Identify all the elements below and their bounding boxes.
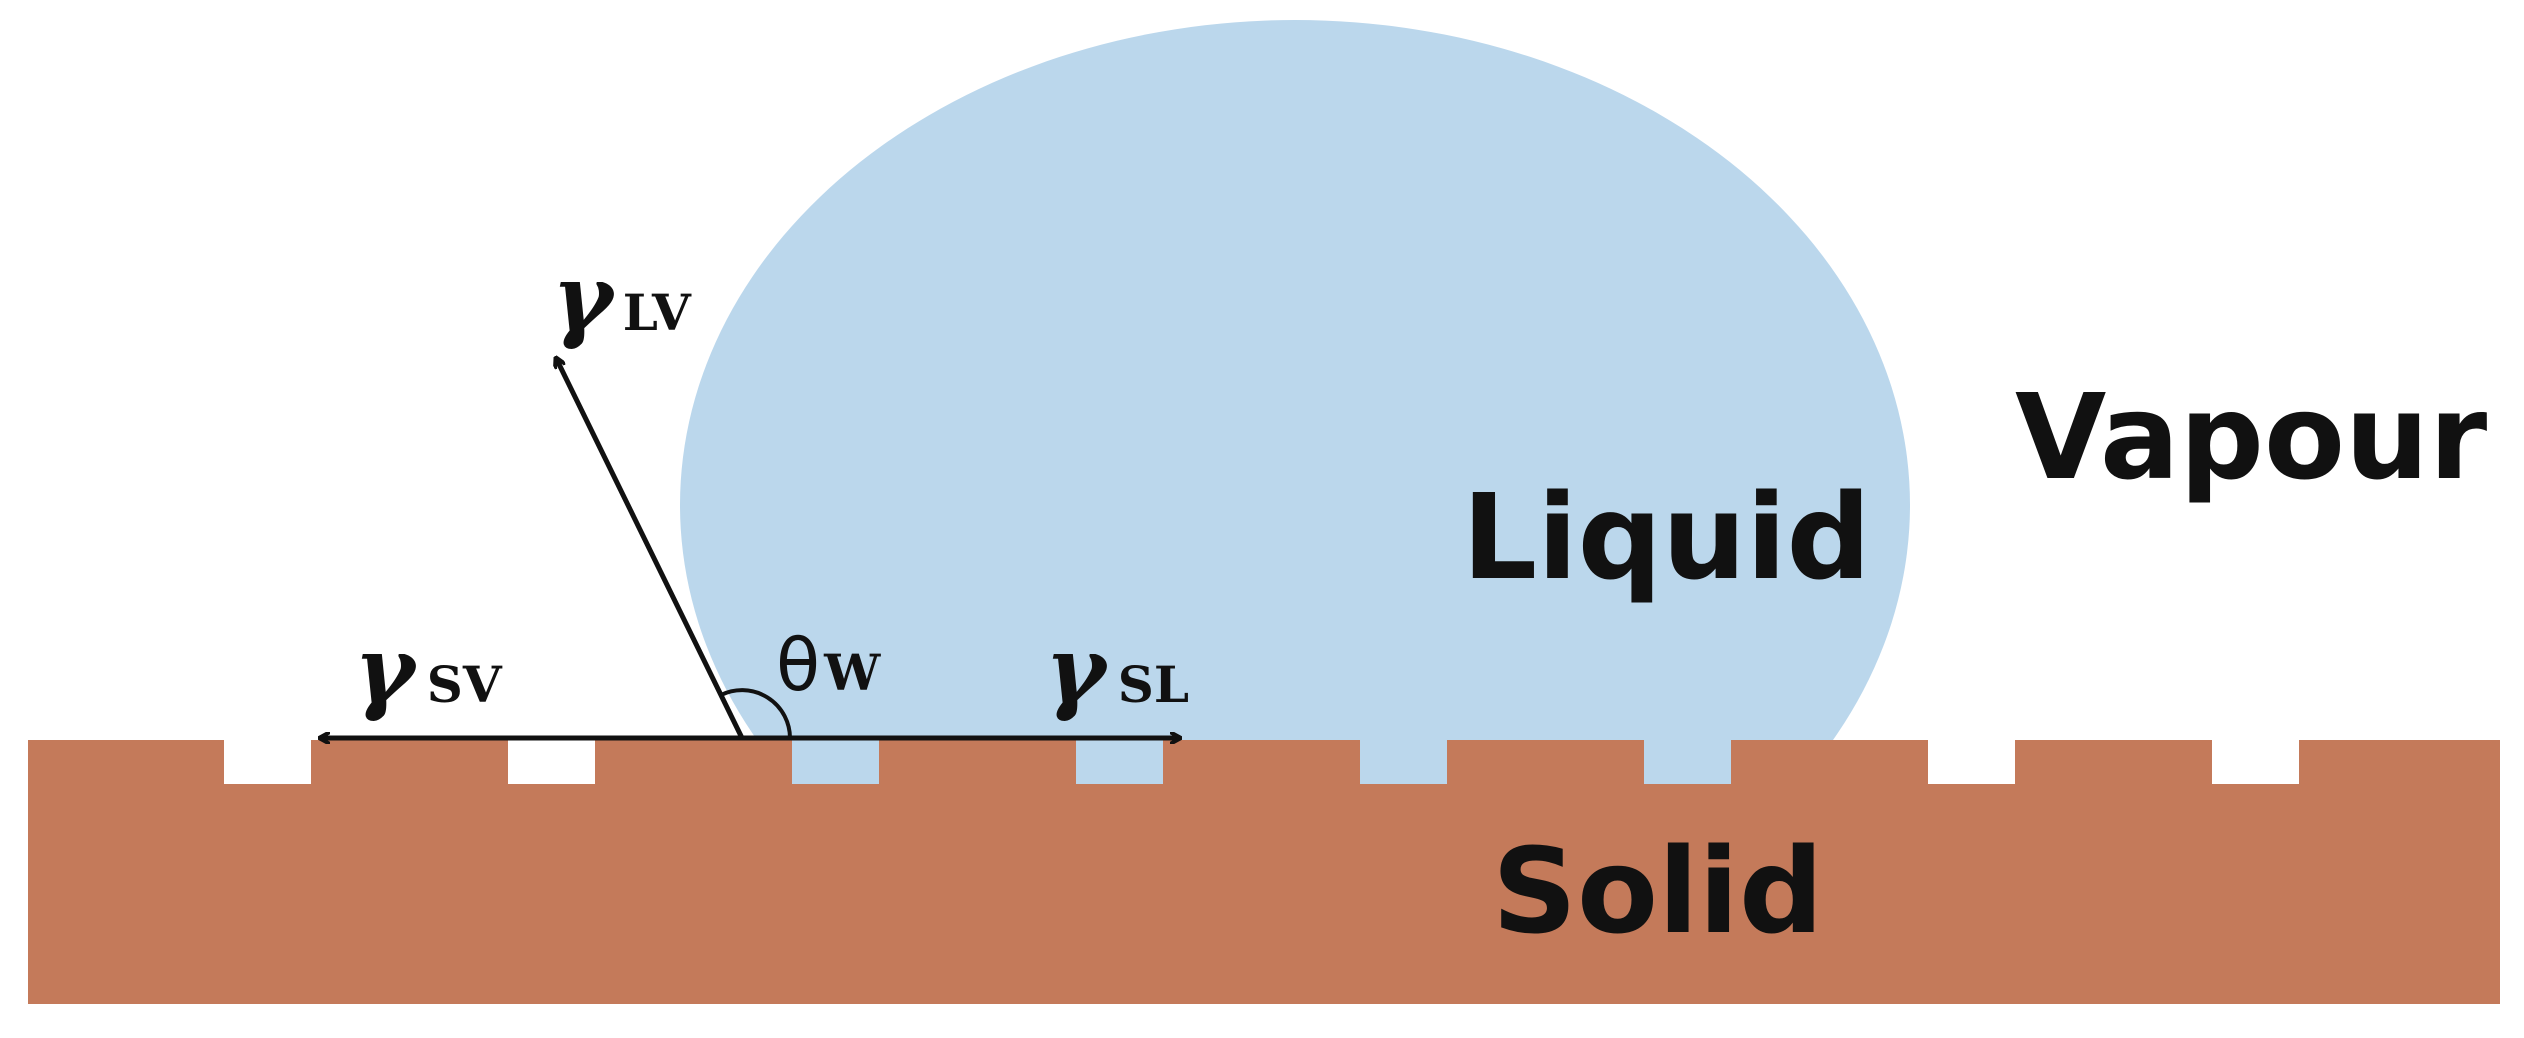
gamma-lv-arrow	[556, 358, 745, 740]
liquid-label: Liquid	[1462, 468, 1871, 606]
liquid-groove	[1644, 738, 1731, 784]
vapour-groove	[508, 738, 595, 784]
liquid-groove	[1360, 738, 1447, 784]
contact-angle-arc	[720, 688, 792, 739]
vapour-groove	[224, 738, 311, 784]
solid-label: Solid	[1492, 822, 1823, 960]
liquid-groove	[792, 738, 879, 784]
surface-grooves	[224, 738, 2299, 784]
tension-vectors	[320, 358, 1180, 738]
liquid-droplet	[680, 20, 1910, 742]
vapour-groove	[1928, 738, 2015, 784]
theta-w-label: θW	[776, 623, 881, 707]
vapour-label: Vapour	[2015, 368, 2487, 506]
solid-substrate	[28, 740, 2500, 1004]
vapour-groove	[2212, 738, 2299, 784]
liquid-groove	[1076, 738, 1163, 784]
